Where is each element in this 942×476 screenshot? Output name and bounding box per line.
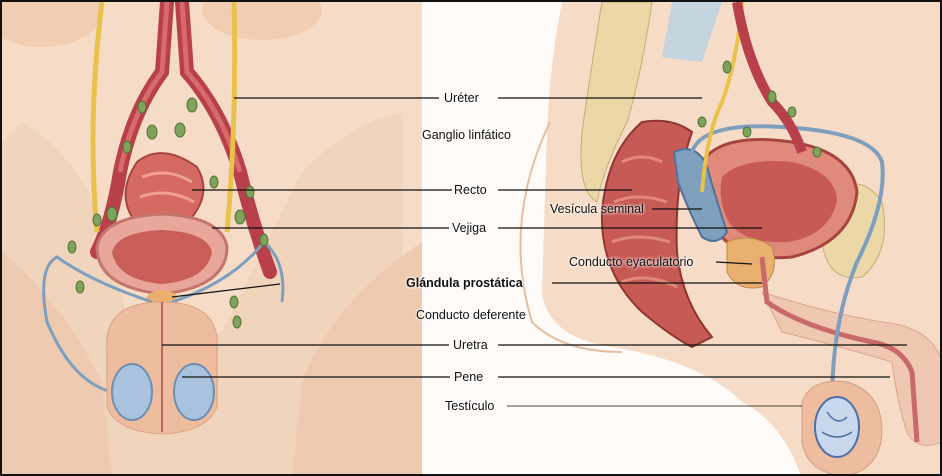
label-vas-deferens: Conducto deferente [416, 308, 526, 322]
label-seminal-vesicle: Vesícula seminal [550, 202, 644, 216]
frontal-view [2, 2, 422, 476]
label-testicle: Testículo [445, 399, 494, 413]
label-rectum: Recto [454, 183, 487, 197]
testis-sagittal [815, 397, 859, 457]
label-ureter: Uréter [444, 91, 479, 105]
label-urethra: Uretra [453, 338, 488, 352]
label-bladder: Vejiga [452, 221, 486, 235]
testis-left [112, 364, 152, 420]
label-lymph-node: Ganglio linfático [422, 128, 511, 142]
label-penis: Pene [454, 370, 483, 384]
testis-right [174, 364, 214, 420]
label-ejaculatory-duct: Conducto eyaculatorio [569, 255, 693, 269]
label-prostate: Glándula prostática [406, 276, 523, 290]
